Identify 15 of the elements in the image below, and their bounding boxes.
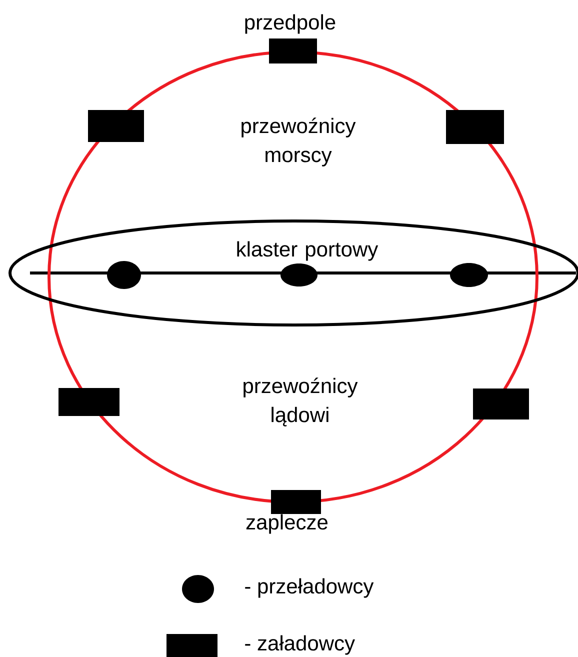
rectangle [473,388,529,420]
legend-text: - przeładowcy [245,578,374,598]
area-label: zaplecze [246,514,328,534]
rectangle [271,490,321,514]
area-label: przedpole [245,14,336,34]
dot [107,261,141,289]
area-label: klaster portowy [237,241,378,261]
dot [280,264,318,286]
rectangle [269,38,317,64]
rectangle [58,388,120,416]
legend-text: - załadowcy [245,635,355,655]
area-label: przewoźnicy morscy [242,118,356,166]
rectangle [446,110,504,144]
dot [450,263,488,287]
area-label: przewoźnicy lądowi [244,378,358,426]
